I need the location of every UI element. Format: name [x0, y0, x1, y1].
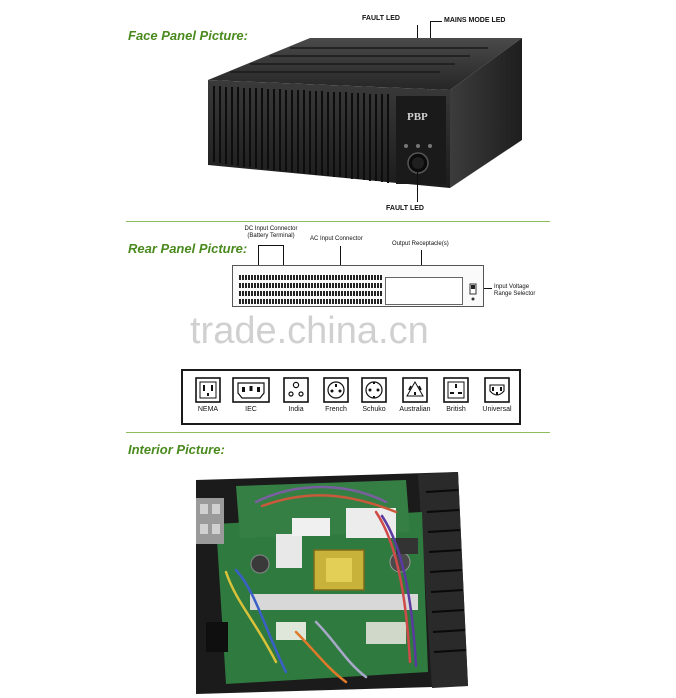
plug-french: French [317, 377, 355, 413]
divider-1 [126, 221, 550, 222]
face-panel-device: PBP [208, 38, 522, 188]
watermark: trade.china.cn [190, 310, 429, 352]
plug-label: Schuko [362, 406, 386, 413]
output-leader [421, 250, 422, 278]
rear-vents-row-1 [239, 275, 382, 280]
australian-socket-icon [402, 377, 428, 403]
plug-label: French [325, 406, 347, 413]
plug-label: IEC [245, 406, 257, 413]
rear-panel-diagram [232, 265, 484, 307]
dc-input-callout: DC Input Connector (Battery Terminal) [240, 226, 302, 240]
india-socket-icon [283, 377, 309, 403]
plug-australian: Australian [393, 377, 437, 413]
selector-leader [476, 288, 492, 289]
plug-schuko: Schuko [355, 377, 393, 413]
input-voltage-label: Input Voltage [494, 284, 530, 290]
rear-panel-title: Rear Panel Picture: [128, 241, 248, 256]
interior-photo [196, 472, 468, 694]
divider-2 [126, 432, 550, 433]
ac-input-callout: AC Input Connector [310, 236, 363, 242]
plug-label: India [288, 406, 304, 413]
british-socket-icon [443, 377, 469, 403]
power-led-icon [428, 144, 432, 148]
fault-led-bottom-leader [417, 172, 418, 202]
dc-input-sublabel: (Battery Terminal) [247, 233, 295, 239]
plug-label: Universal [482, 406, 512, 413]
plug-universal: Universal [475, 377, 519, 413]
plug-nema: NEMA [189, 377, 227, 413]
mains-led-leader-h [430, 21, 442, 22]
face-panel-title: Face Panel Picture: [128, 28, 248, 43]
plug-british: British [437, 377, 475, 413]
fault-led-bottom-callout: FAULT LED [386, 205, 424, 212]
plug-india: India [277, 377, 315, 413]
input-voltage-callout: Input Voltage Range Selector [494, 284, 535, 298]
plug-label: Australian [399, 406, 431, 413]
interior-title: Interior Picture: [128, 442, 225, 457]
french-socket-icon [323, 377, 349, 403]
plug-label: NEMA [197, 406, 219, 413]
fault-led-icon [404, 144, 408, 148]
dc-input-label: DC Input Connector [244, 226, 298, 232]
fault-led-top-callout: FAULT LED [362, 15, 400, 22]
universal-socket-icon [484, 377, 510, 403]
dc-leader-bar [258, 245, 284, 246]
voltage-selector-switch-icon [469, 283, 477, 301]
plug-iec: IEC [231, 377, 271, 413]
rear-vents-row-4 [239, 299, 382, 304]
mains-mode-led-callout: MAINS MODE LED [444, 17, 506, 24]
schuko-socket-icon [361, 377, 387, 403]
device-logo: PBP [407, 111, 428, 123]
output-receptacle-callout: Output Receptacle(s) [392, 241, 449, 247]
plug-label: British [446, 406, 466, 413]
iec-socket-icon [232, 377, 270, 403]
output-receptacle-box [385, 277, 463, 305]
rear-vents-row-2 [239, 283, 382, 288]
plug-type-panel: NEMA IEC India French [181, 369, 521, 425]
rear-vents-row-3 [239, 291, 382, 296]
mains-led-icon [416, 144, 420, 148]
nema-socket-icon [195, 377, 221, 403]
input-voltage-sublabel: Range Selector [494, 291, 536, 297]
